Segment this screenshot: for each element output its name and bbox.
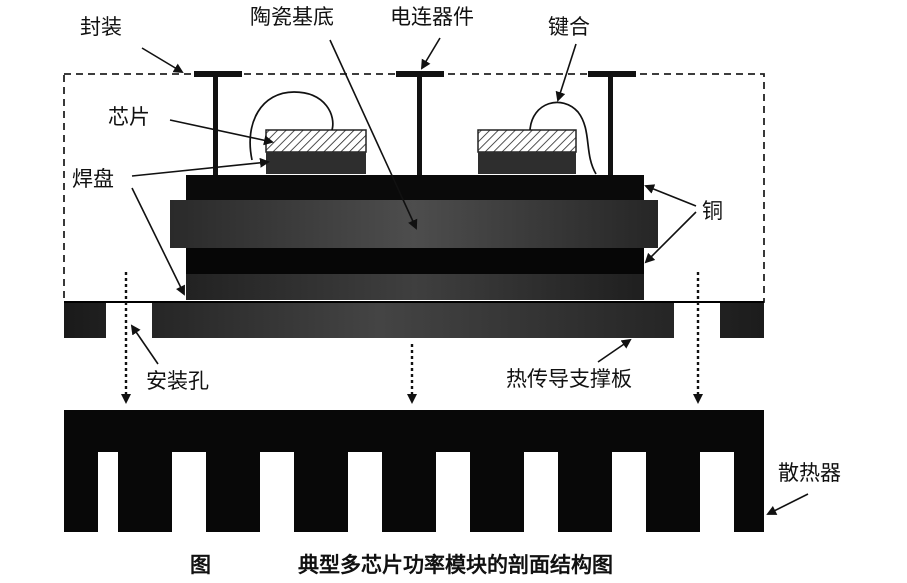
copper-upper [186, 175, 644, 200]
label-mounting-hole: 安装孔 [146, 369, 209, 393]
leader-solder-pad-1 [131, 157, 270, 177]
figure-label: 图 [190, 553, 211, 577]
leader-ceramic-substrate [329, 39, 418, 230]
label-package: 封装 [80, 15, 122, 39]
leader-solder-pad-2 [131, 187, 185, 296]
label-ceramic-substrate: 陶瓷基底 [250, 5, 334, 29]
label-chip: 芯片 [108, 105, 150, 129]
label-solder-pad: 焊盘 [72, 167, 114, 191]
copper-lower [186, 274, 644, 300]
label-heat-sink: 散热器 [778, 461, 841, 485]
electrical-connector-left [194, 71, 242, 175]
leader-mounting-hole [130, 324, 159, 365]
electrical-connector-middle [396, 71, 444, 175]
leader-copper-upper [644, 184, 697, 207]
leader-heat-spreader-plate [597, 338, 632, 363]
label-copper: 铜 [702, 199, 723, 223]
heat-spreader-plate [64, 302, 764, 338]
heat-sink [64, 410, 764, 532]
figure-caption: 典型多芯片功率模块的剖面结构图 [298, 553, 613, 577]
bond-wire-right [529, 101, 597, 175]
leader-copper-lower [644, 211, 697, 264]
chip-right-base [478, 152, 576, 174]
chip-left-base [266, 152, 366, 174]
label-heat-spreader-plate: 热传导支撑板 [506, 367, 632, 391]
leader-heat-sink [766, 493, 809, 515]
solder-layer [186, 248, 644, 274]
electrical-connector-right [588, 71, 636, 175]
leader-bond [555, 43, 577, 102]
label-electrical-connector: 电连器件 [390, 5, 474, 29]
chip-left-die [265, 129, 367, 153]
leader-chip [169, 119, 274, 146]
mounting-hole-left [106, 302, 152, 338]
label-bond: 键合 [548, 15, 590, 39]
leader-electrical-connector [420, 37, 441, 70]
chip-right-die [477, 129, 577, 153]
bond-wire-left [249, 91, 334, 161]
leader-package [141, 47, 184, 74]
